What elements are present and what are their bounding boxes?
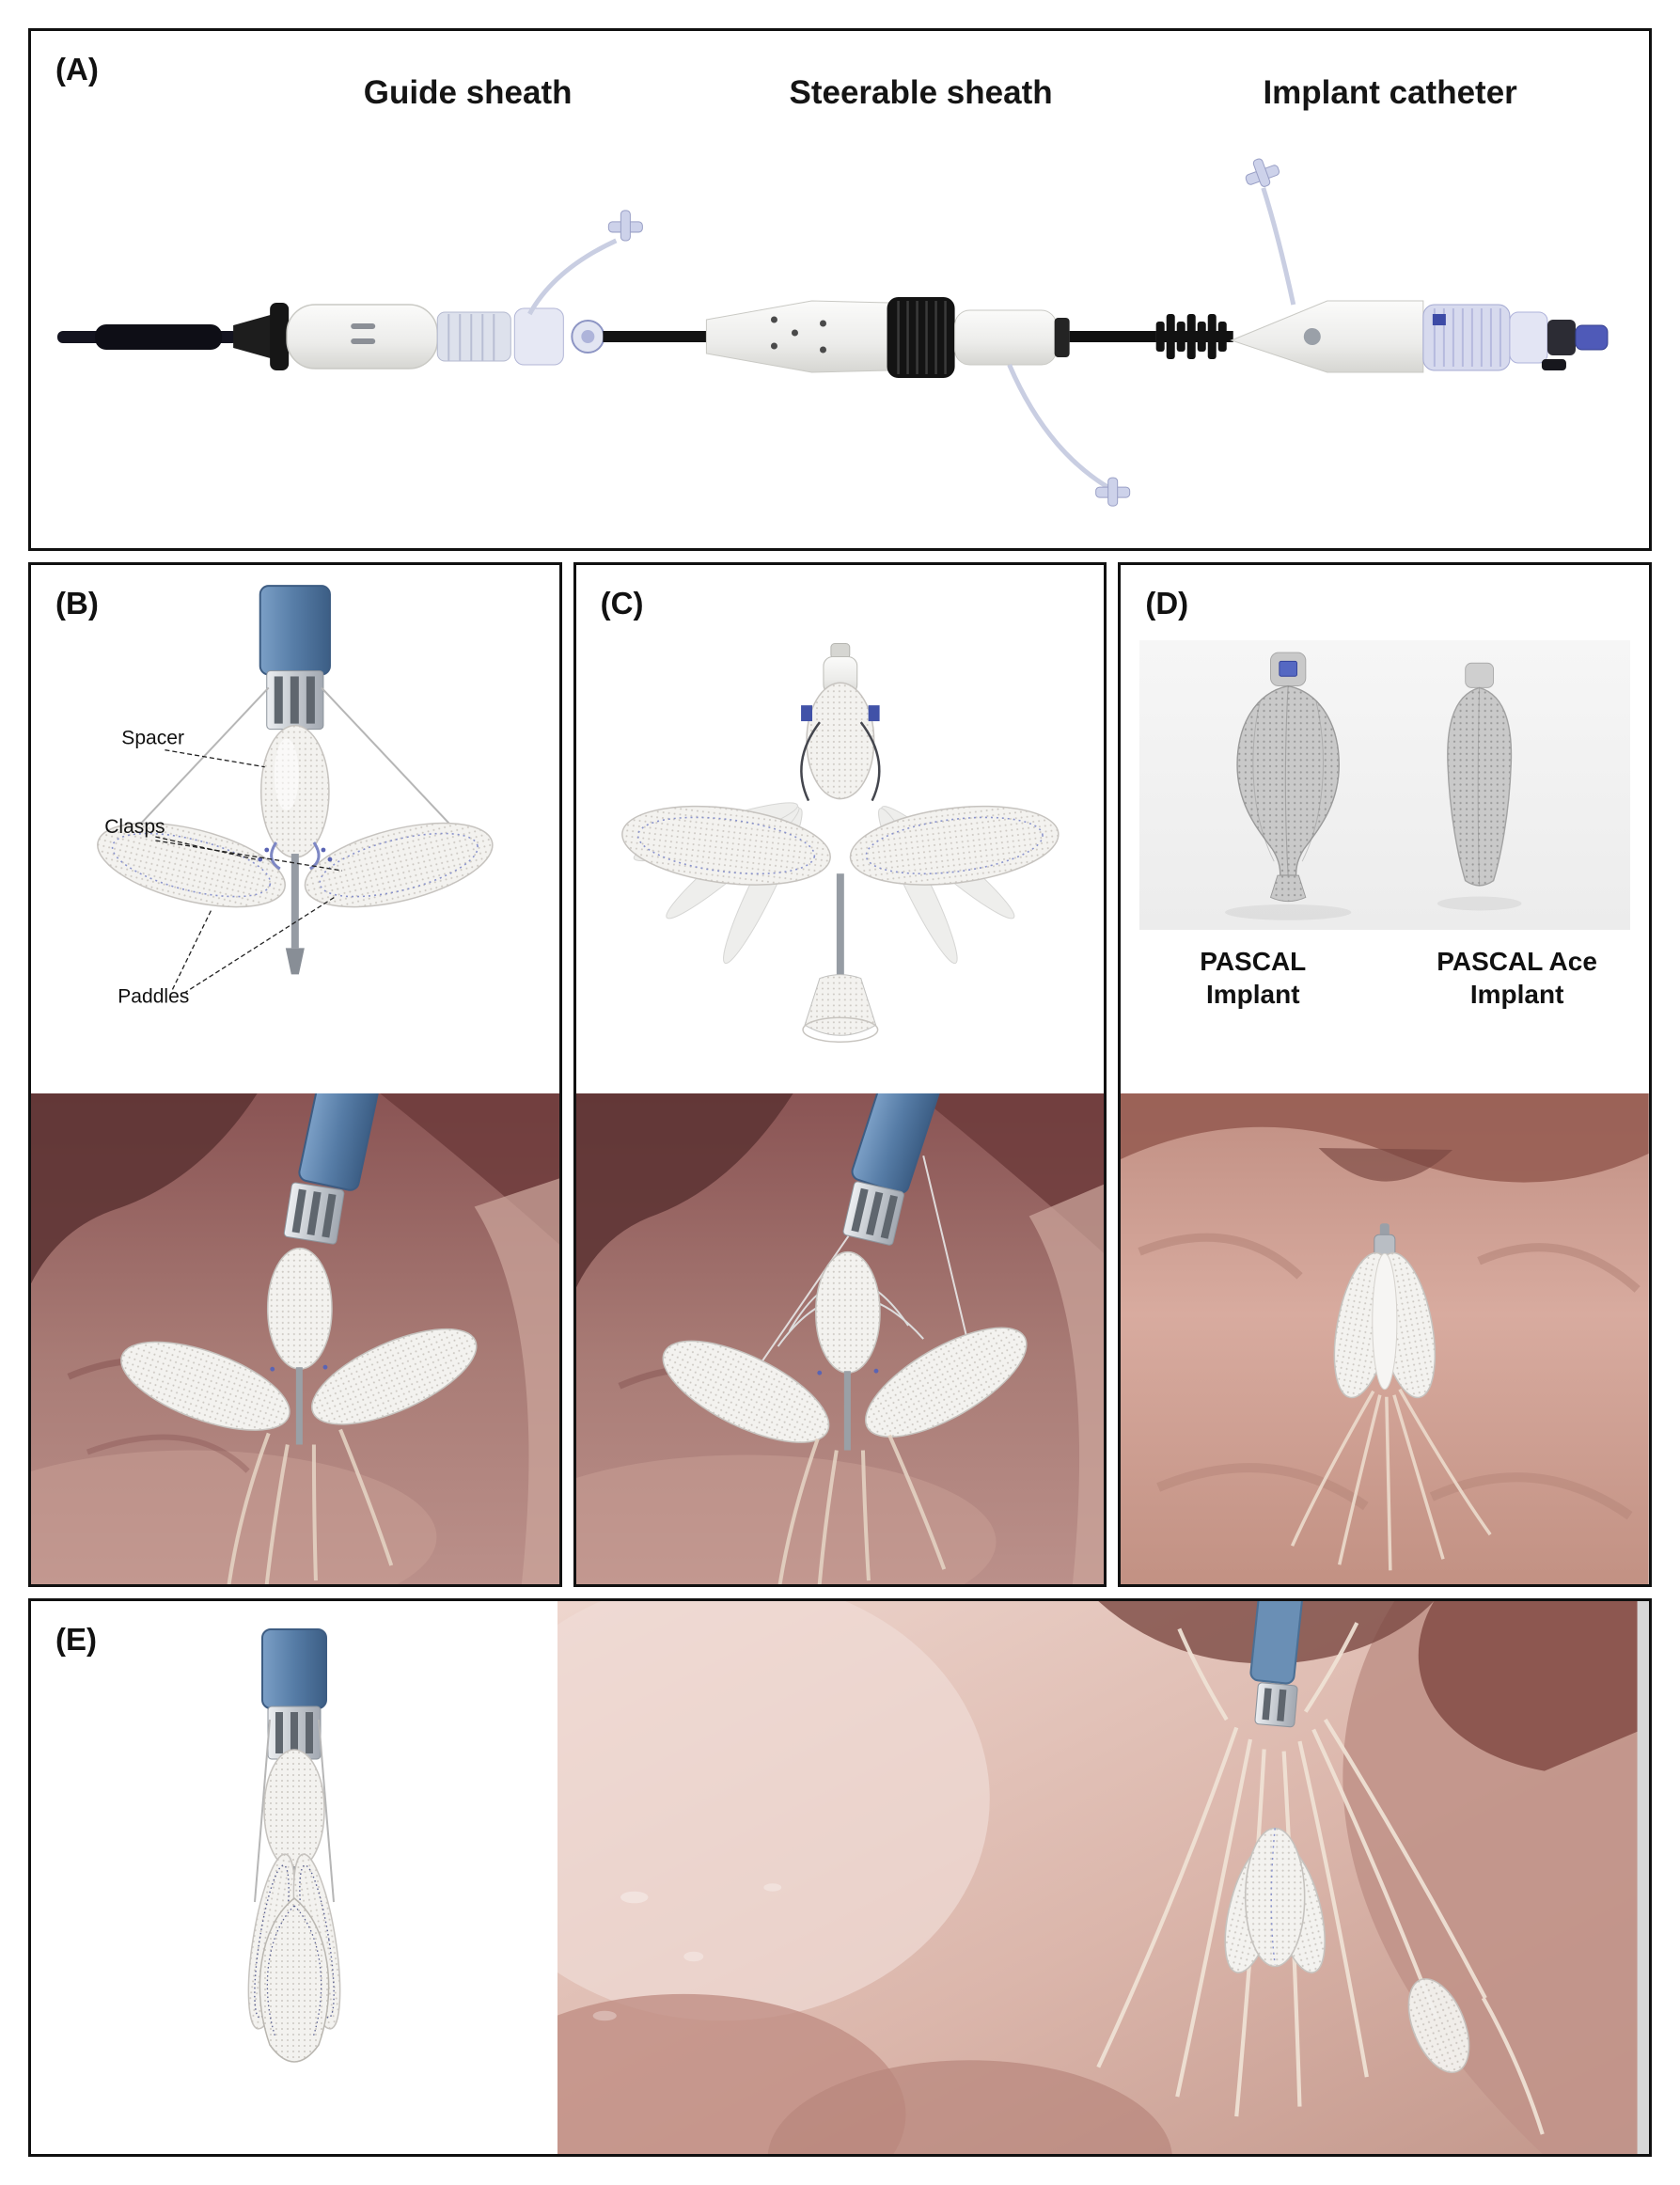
pascal-implant	[1225, 652, 1352, 920]
spacer	[814, 1250, 881, 1374]
caption-implant-catheter: Implant catheter	[1263, 74, 1517, 111]
implant-grasping-leaflet	[1224, 1827, 1326, 1973]
device-in-heart-illustration	[31, 1092, 559, 1584]
device-open-annotated-illustration: Spacer Clasps Paddles	[97, 585, 494, 1007]
mesh-skirt	[804, 974, 876, 1036]
guide-sheath-illustration	[57, 210, 643, 371]
center-stem	[290, 854, 299, 949]
panel-b-device-area: (B)	[31, 565, 559, 1093]
image-edge-strip	[1637, 1601, 1649, 2154]
paddles	[620, 805, 1060, 886]
steerable-sheath-illustration	[705, 296, 1131, 507]
annotation-clasps: Clasps	[104, 816, 165, 838]
device-in-ventricle-illustration	[557, 1601, 1649, 2154]
panel-b-label: (B)	[55, 586, 99, 621]
implanted-device	[1334, 1223, 1437, 1399]
panel-e-scene	[557, 1601, 1649, 2154]
spacer	[263, 1749, 325, 1871]
delivery-shaft	[298, 1092, 381, 1191]
center-stem	[836, 873, 844, 979]
panel-d-label: (D)	[1145, 586, 1189, 621]
device-elongated-illustration	[247, 1628, 341, 2063]
delivery-shaft	[1249, 1601, 1306, 1685]
panel-b-tissue-area	[31, 1092, 559, 1584]
panel-e-device-area: (E)	[31, 1601, 557, 2154]
clasps	[258, 841, 333, 871]
spacer	[805, 682, 875, 800]
catheter-system-illustration	[57, 158, 1609, 507]
implant-captions: PASCAL Implant PASCAL Ace Implant	[1121, 945, 1649, 1011]
delivery-shaft	[261, 1628, 327, 1760]
panel-d: (D)	[1118, 562, 1653, 1587]
implants-illustration	[1225, 652, 1522, 920]
panel-a-label: (A)	[55, 52, 99, 86]
panel-e-label: (E)	[55, 1622, 97, 1657]
implants-image	[1139, 640, 1631, 930]
device-articulation-illustration	[620, 643, 1060, 1043]
panel-d-tissue-area	[1121, 1092, 1650, 1584]
delivery-shaft	[259, 585, 331, 731]
stopcock-icon	[1245, 158, 1280, 187]
panel-c-tissue-area	[575, 1092, 1105, 1584]
spacer	[259, 724, 330, 858]
spacer	[266, 1247, 333, 1370]
panel-c-label: (C)	[600, 586, 644, 621]
caption-pascal-ace-implant: PASCAL Ace Implant	[1437, 947, 1597, 1009]
caption-guide-sheath: Guide sheath	[363, 74, 573, 111]
panel-c-device-area: (C)	[575, 565, 1105, 1093]
device-grasping-illustration	[575, 1092, 1105, 1584]
paddles	[97, 822, 494, 908]
implant-catheter-illustration	[1230, 158, 1609, 373]
second-leaflet-mesh	[1407, 1977, 1470, 2074]
mesh-teardrop	[259, 1897, 330, 2063]
row-bcd: (B)	[28, 562, 1653, 1587]
caption-pascal-implant: PASCAL Implant	[1200, 947, 1307, 1009]
stopcock-icon	[607, 210, 643, 242]
caption-steerable-sheath: Steerable sheath	[789, 74, 1053, 111]
pascal-ace-implant	[1437, 662, 1522, 911]
annotation-spacer: Spacer	[121, 728, 184, 749]
implant-deployed-illustration	[1121, 1092, 1650, 1584]
panel-d-device-area: (D)	[1121, 565, 1650, 1093]
strain-relief-bellows	[1155, 313, 1233, 360]
panel-e: (E)	[28, 1598, 1652, 2157]
panel-c: (C)	[573, 562, 1107, 1587]
panel-b: (B)	[28, 562, 562, 1587]
stopcock-icon	[1095, 477, 1131, 507]
panel-a: (A) Guide sheath Steerable sheath Implan…	[28, 28, 1652, 551]
annotation-paddles: Paddles	[118, 985, 189, 1007]
